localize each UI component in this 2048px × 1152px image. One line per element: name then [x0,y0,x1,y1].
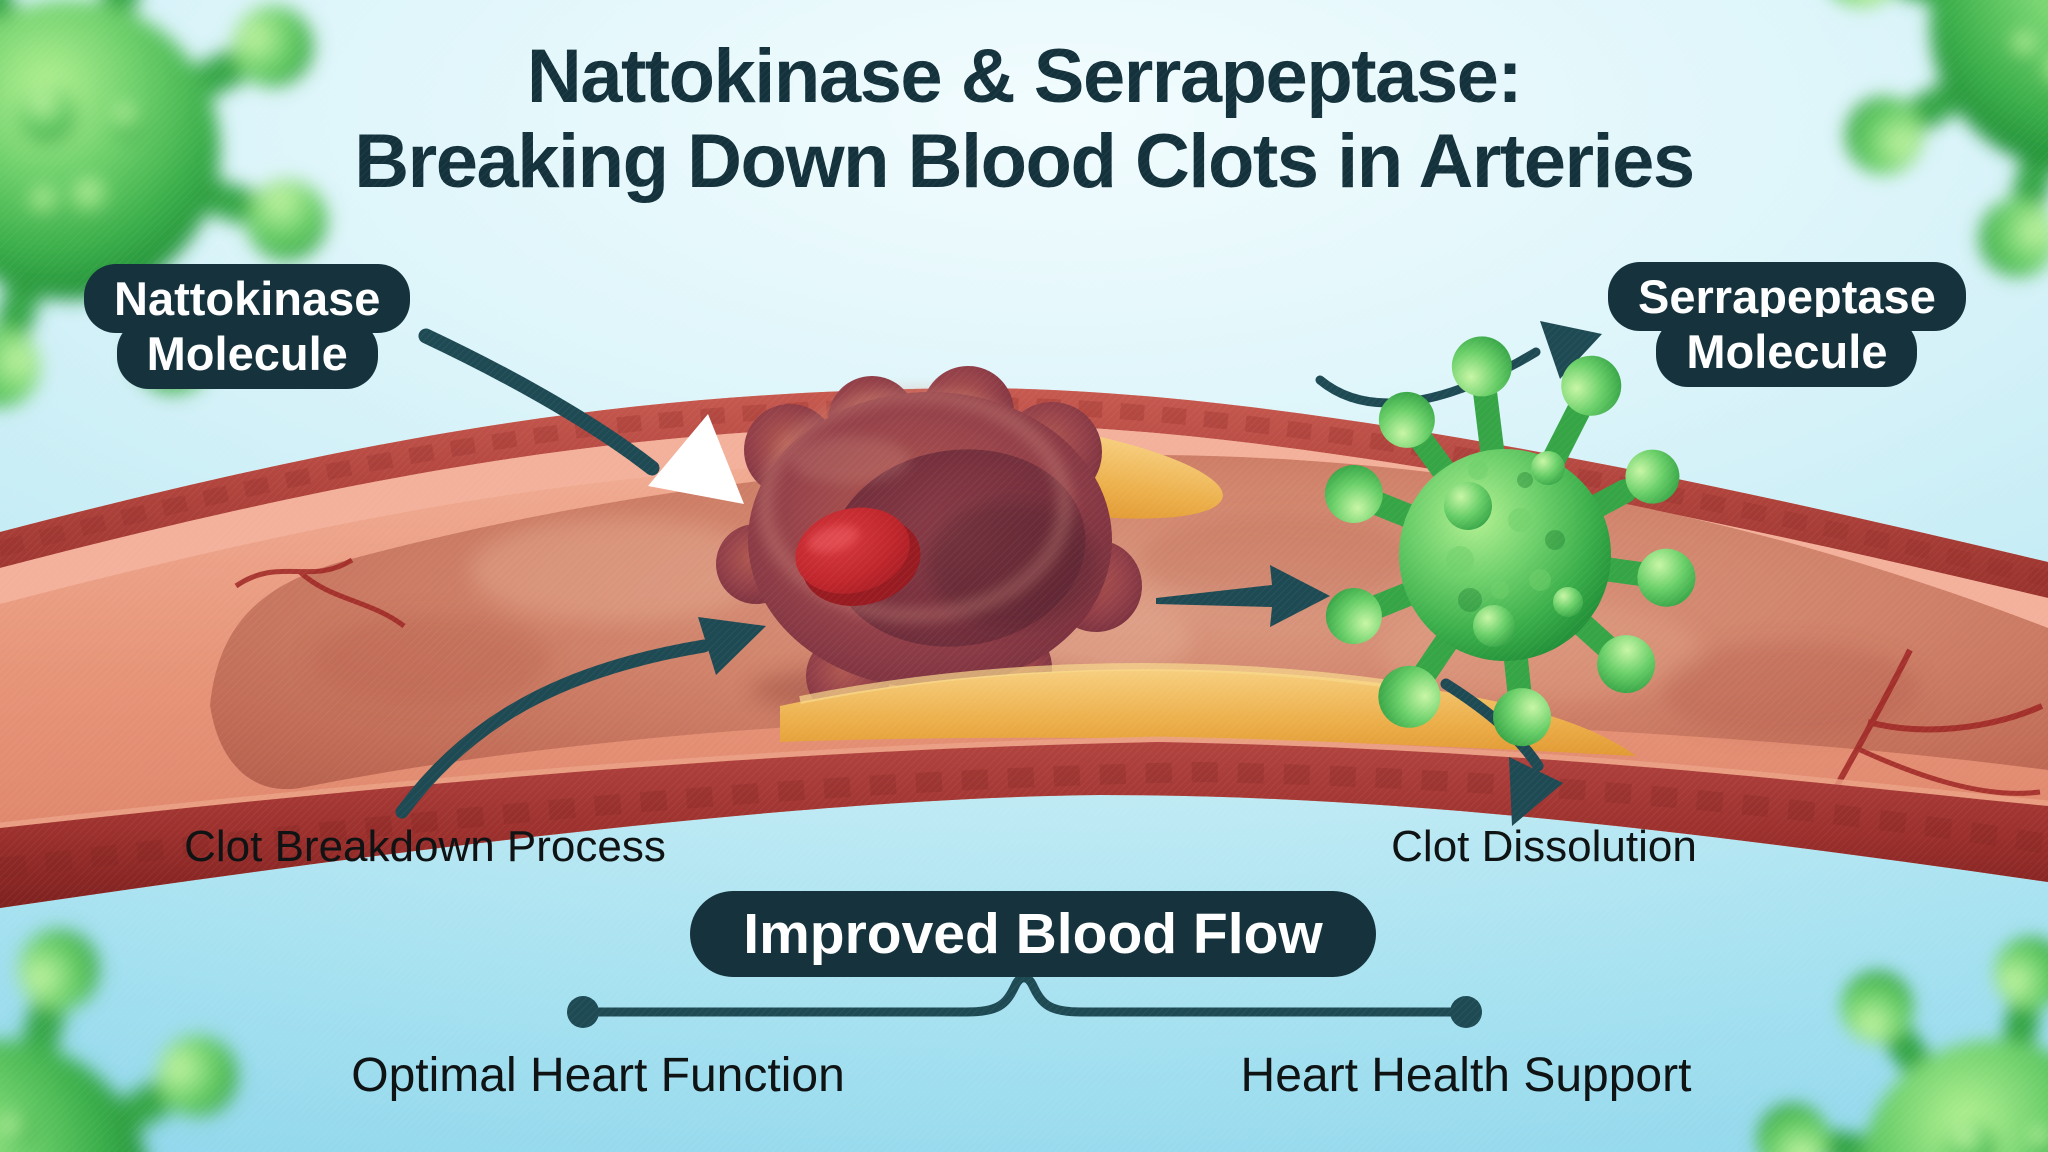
artery-outer-wall [0,388,2048,598]
callout-nattokinase-molecule: Nattokinase Molecule [84,264,411,389]
callout-serrapeptase-molecule: Serrapeptase Molecule [1608,262,1966,387]
red-cell-disc [795,507,921,606]
title-line-2: Breaking Down Blood Clots in Arteries [354,119,1695,205]
label-clot-dissolution: Clot Dissolution [1391,822,1697,871]
label-optimal-heart-function: Optimal Heart Function [351,1049,845,1102]
nattokinase-pointer-arrow [418,328,744,504]
white-arrowhead-icon [648,414,744,504]
callout-serrapeptase-line1: Serrapeptase [1608,262,1966,332]
callout-nattokinase-line2: Molecule [116,319,378,389]
label-clot-breakdown-process: Clot Breakdown Process [184,822,666,871]
title-line-1: Nattokinase & Serrapeptase: [526,34,1523,119]
clot-breakdown-arrow [395,617,766,819]
callout-serrapeptase-line2: Molecule [1656,317,1918,387]
bracket-dot-left [567,996,599,1028]
blood-flow-arrow [1156,565,1330,627]
serrapeptase-molecule-illustration [1324,336,1696,747]
label-heart-health-support: Heart Health Support [1240,1049,1692,1102]
bracket-dot-right [1450,996,1482,1028]
bracket-line [567,973,1482,1028]
blood-clot [716,366,1142,718]
badge-improved-blood-flow: Improved Blood Flow [690,891,1376,977]
molecule-decoration-bottom-right [1715,895,2048,1152]
page-title: Nattokinase & Serrapeptase: Breaking Dow… [0,34,2048,204]
